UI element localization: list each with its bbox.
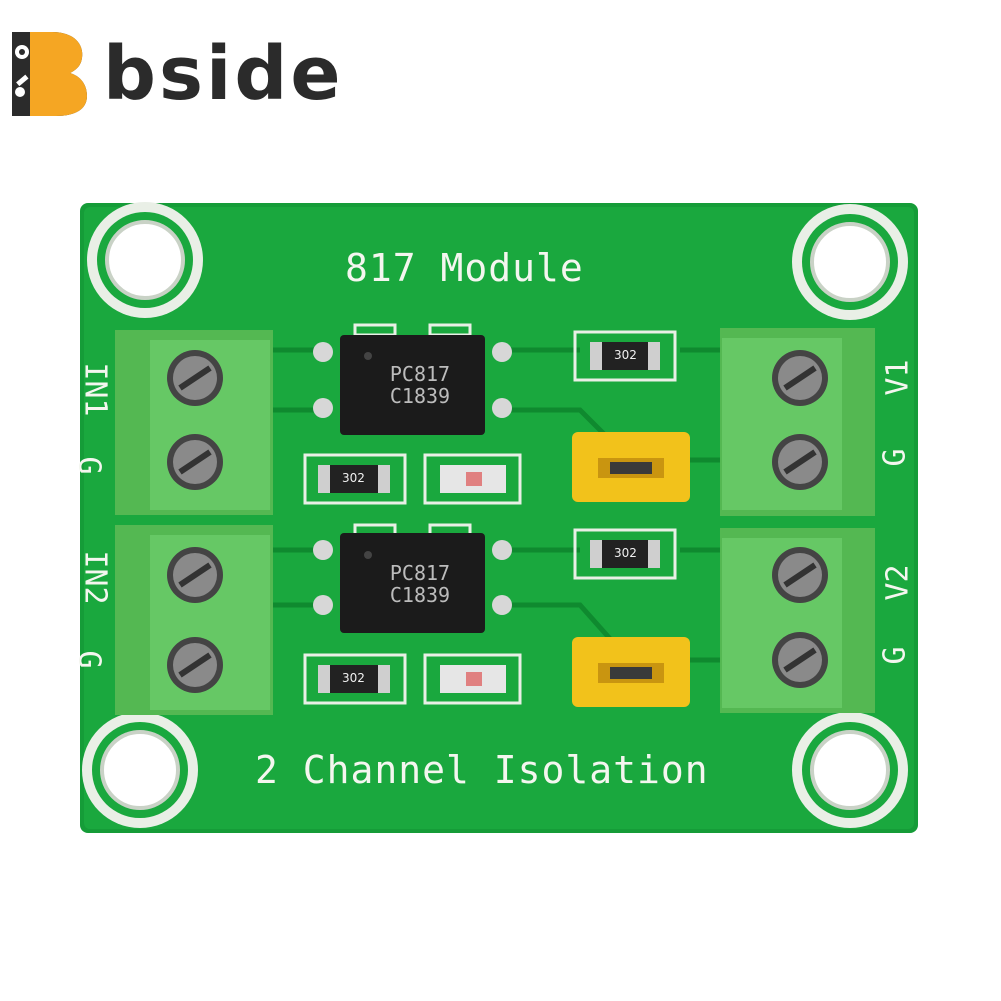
- label-in2-ground: G: [71, 650, 107, 669]
- resistor-bottom-2: [303, 653, 407, 705]
- mounting-hole-top-left: [87, 202, 203, 318]
- terminal-block-in2: [115, 525, 273, 715]
- resistor-bottom-1-code: 302: [342, 471, 365, 485]
- chip-1-line2: C1839: [389, 384, 451, 408]
- chip-1-line1: PC817: [389, 362, 451, 386]
- chip-2-marking: PC817 C1839: [365, 562, 475, 606]
- label-v2-ground: G: [877, 646, 913, 665]
- terminal-block-in1: [115, 330, 273, 515]
- brand-name: bside: [103, 31, 344, 117]
- label-in2: IN2: [77, 550, 113, 605]
- resistor-top-1: [573, 330, 677, 382]
- label-in1-ground: G: [71, 456, 107, 475]
- chip-1-marking: PC817 C1839: [365, 363, 475, 407]
- mounting-hole-top-right: [792, 204, 908, 320]
- terminal-block-v2: [720, 528, 875, 713]
- resistor-bottom-2-code: 302: [342, 671, 365, 685]
- label-v1-ground: G: [877, 448, 913, 467]
- board-subtitle: 2 Channel Isolation: [255, 748, 709, 792]
- jumper-2: [572, 637, 690, 707]
- terminal-block-v1: [720, 328, 875, 516]
- jumper-1: [572, 432, 690, 502]
- label-in1: IN1: [77, 362, 113, 417]
- label-v1: V1: [880, 359, 916, 396]
- resistor-bottom-1: [303, 453, 407, 505]
- board-title: 817 Module: [345, 246, 584, 290]
- led-1: [423, 453, 522, 505]
- brand-logo-mark-icon: [12, 32, 87, 116]
- chip-2-line1: PC817: [389, 561, 451, 585]
- label-v2: V2: [880, 564, 916, 601]
- resistor-top-2: [573, 528, 677, 580]
- led-2: [423, 653, 522, 705]
- optocoupler-chip-2: [313, 523, 512, 633]
- chip-2-line2: C1839: [389, 583, 451, 607]
- mounting-hole-bottom-right: [792, 712, 908, 828]
- optocoupler-chip-1: [313, 323, 512, 435]
- resistor-top-2-code: 302: [614, 546, 637, 560]
- mounting-hole-bottom-left: [82, 712, 198, 828]
- brand-logo: bside: [8, 28, 348, 120]
- resistor-top-1-code: 302: [614, 348, 637, 362]
